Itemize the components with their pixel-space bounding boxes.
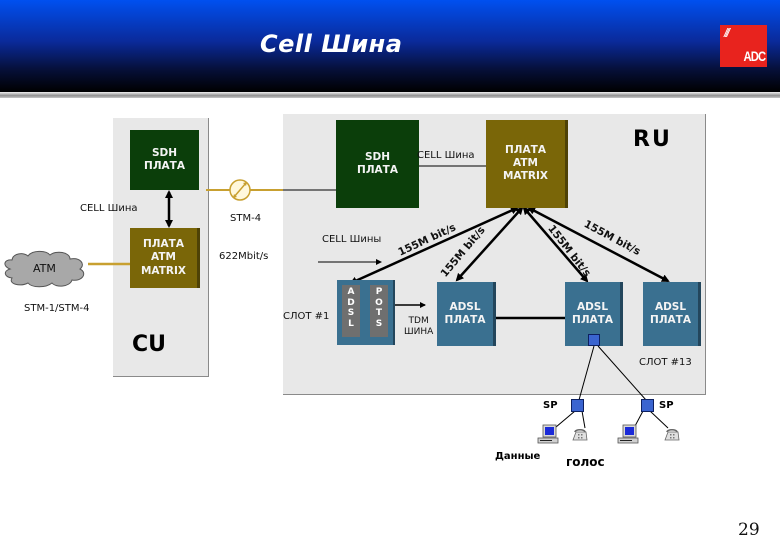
regenerator-icon [229,179,251,201]
slot-last-label: СЛОТ #13 [639,357,692,368]
adc-logo: /// ADC [720,25,767,67]
adsl-pots-slot-card: A D S L P O T S [337,280,395,345]
cloud-label: ATM [33,262,56,275]
computer-icon [617,424,639,444]
splitter-2 [641,399,654,412]
telephone-icon [664,429,680,441]
slide-header [0,0,780,92]
stm4-label: STM-4 [230,213,262,224]
link-rate-label: 622Mbit/s [219,251,269,262]
header-divider [0,92,780,98]
computer-icon [537,424,559,444]
cu-label: CU [132,332,167,357]
splitter-2-label: SP [659,400,674,411]
cell-buses-label: CELL Шины [322,234,382,245]
page-number: 29 [738,520,760,540]
adsl-strip: A D S L [342,285,360,337]
cu-cell-bus-label: CELL Шина [80,203,138,214]
logo-text: ADC [743,48,766,64]
slide-title: Cell Шина [260,30,403,58]
ru-cell-bus-label: CELL Шина [417,150,475,161]
tdm-bus-label: TDM ШИНА [404,316,434,337]
logo-slashes: /// [724,26,730,40]
splitter-1-label: SP [543,400,558,411]
voice-label: голос [566,455,605,469]
data-label: Данные [495,451,541,462]
cloud-link-label: STM-1/STM-4 [24,303,90,314]
atm-cloud-icon [4,250,85,288]
splitter-1 [571,399,584,412]
pots-strip: P O T S [370,285,388,337]
slot-first-label: СЛОТ #1 [283,311,330,322]
ru-label: RU [633,127,672,152]
telephone-icon [572,429,588,441]
port-connector [588,334,600,346]
